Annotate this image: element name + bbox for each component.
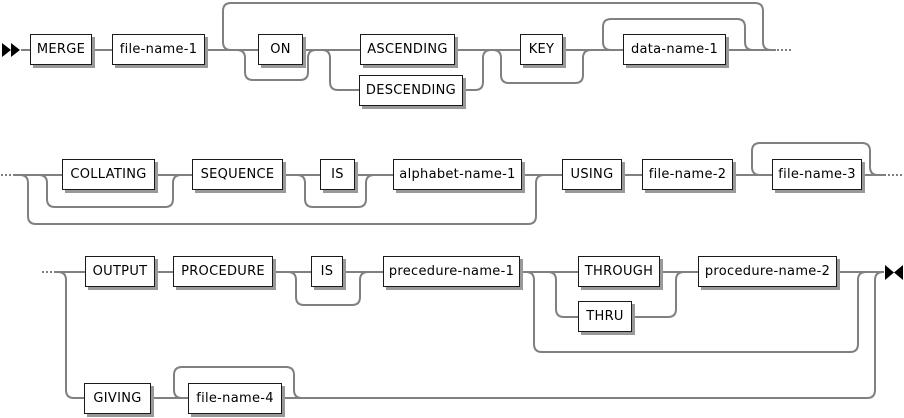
loop-file-name-4 xyxy=(173,366,303,399)
syntax-box-merge: MERGE xyxy=(30,34,92,65)
syntax-box-data-name-1: data-name-1 xyxy=(623,34,726,65)
bypass-is-collating xyxy=(296,174,375,208)
syntax-box-thru: THRU xyxy=(578,301,632,332)
syntax-box-precedure-name-1: precedure-name-1 xyxy=(383,256,520,287)
syntax-box-output: OUTPUT xyxy=(85,256,155,287)
syntax-box-alphabet-name-1: alphabet-name-1 xyxy=(393,159,522,190)
syntax-box-giving: GIVING xyxy=(84,383,151,414)
loop-file-name-3 xyxy=(751,142,879,176)
syntax-box-through: THROUGH xyxy=(578,256,660,287)
loop-key-phrase xyxy=(222,2,772,51)
syntax-box-on: ON xyxy=(258,34,303,65)
syntax-box-collating: COLLATING xyxy=(62,159,155,190)
syntax-box-procedure-name-2: procedure-name-2 xyxy=(698,256,837,287)
syntax-box-procedure: PROCEDURE xyxy=(173,256,273,287)
syntax-box-key: KEY xyxy=(520,34,563,65)
start-arrow-icon xyxy=(2,43,20,57)
syntax-box-file-name-1: file-name-1 xyxy=(112,34,205,65)
branch-giving xyxy=(57,271,884,399)
syntax-box-is-collating: IS xyxy=(320,159,355,190)
bypass-is-output xyxy=(287,271,369,306)
syntax-box-sequence: SEQUENCE xyxy=(192,159,283,190)
bypass-collating xyxy=(38,174,182,208)
syntax-box-ascending: ASCENDING xyxy=(360,34,455,65)
syntax-box-descending: DESCENDING xyxy=(359,75,463,106)
bypass-on xyxy=(236,49,317,81)
syntax-box-is-output: IS xyxy=(311,256,343,287)
loop-data-name-1 xyxy=(602,18,754,51)
bypass-through-phrase xyxy=(525,271,867,353)
syntax-box-using: USING xyxy=(562,159,622,190)
syntax-box-file-name-3: file-name-3 xyxy=(772,159,862,190)
syntax-box-file-name-4: file-name-4 xyxy=(188,383,282,414)
syntax-box-file-name-2: file-name-2 xyxy=(642,159,733,190)
end-arrow-icon xyxy=(885,265,903,280)
bypass-key xyxy=(492,49,592,84)
bypass-collating-phrase xyxy=(19,174,545,225)
